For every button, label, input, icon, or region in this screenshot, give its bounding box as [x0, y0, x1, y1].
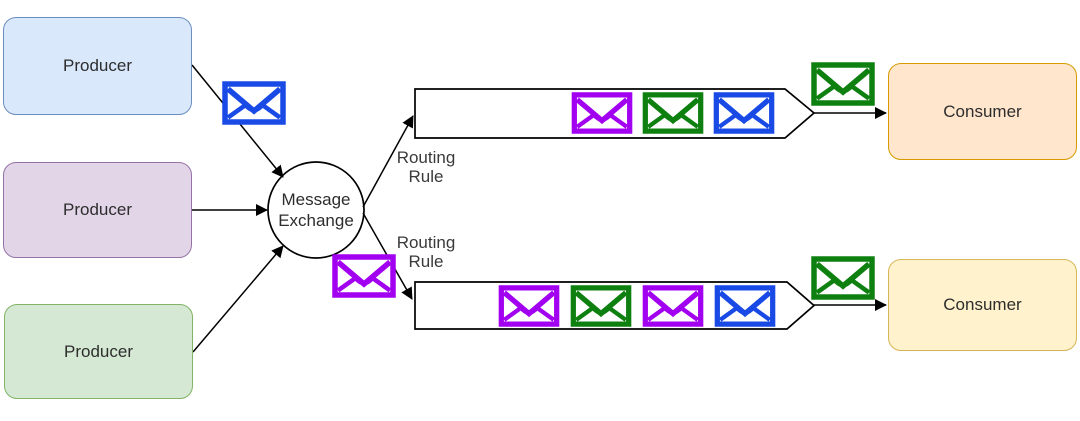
message-on-queue1-out-arrow — [810, 62, 876, 106]
message-on-queue2-out-arrow — [810, 256, 876, 300]
producer-3-label: Producer — [64, 341, 133, 361]
message-envelope-icon-blue — [221, 81, 287, 125]
message-exchange-shape — [267, 161, 365, 259]
message-exchange-label: Message Exchange — [256, 189, 376, 231]
message-envelope-icon-blue — [713, 285, 777, 327]
message-envelope-icon-blue — [712, 92, 776, 134]
consumer-1-label: Consumer — [943, 101, 1022, 121]
queue-2-messages — [497, 285, 777, 327]
message-envelope-icon-purple — [497, 285, 561, 327]
consumer-2-label: Consumer — [943, 295, 1022, 314]
routing-rule-1-line2: Rule — [408, 167, 444, 186]
arrow-producer3-to-exchange — [192, 245, 284, 353]
producer-3-box: Producer — [4, 304, 193, 399]
consumer-2-box: Consumer — [888, 259, 1077, 351]
message-on-exchange-out-arrow — [331, 254, 397, 298]
routing-rule-2-label: Routing Rule — [384, 233, 468, 271]
routing-rule-1-label: Routing Rule — [384, 148, 468, 186]
message-envelope-icon-green — [641, 92, 705, 134]
message-exchange-label-line2: Exchange — [278, 211, 354, 230]
routing-rule-1-line1: Routing — [396, 148, 456, 167]
message-envelope-icon-green — [569, 285, 633, 327]
producer-2-label: Producer — [63, 200, 132, 219]
message-envelope-icon-purple — [331, 254, 397, 298]
message-envelope-icon-green — [810, 256, 876, 300]
consumer-1-box: Consumer — [888, 63, 1077, 160]
producer-1-box: Producer — [3, 17, 192, 115]
producer-1-label: Producer — [63, 56, 132, 75]
message-envelope-icon-purple — [641, 285, 705, 327]
arrow-exchange-to-queue1 — [362, 115, 414, 208]
routing-rule-2-line1: Routing — [396, 233, 456, 252]
routing-rule-2-line2: Rule — [408, 252, 444, 271]
message-on-producer1-arrow — [221, 81, 287, 125]
queue-1-messages — [570, 92, 776, 134]
message-envelope-icon-purple — [570, 92, 634, 134]
message-exchange-label-line1: Message — [281, 190, 351, 209]
message-envelope-icon-green — [810, 62, 876, 106]
producer-2-box: Producer — [3, 162, 192, 258]
